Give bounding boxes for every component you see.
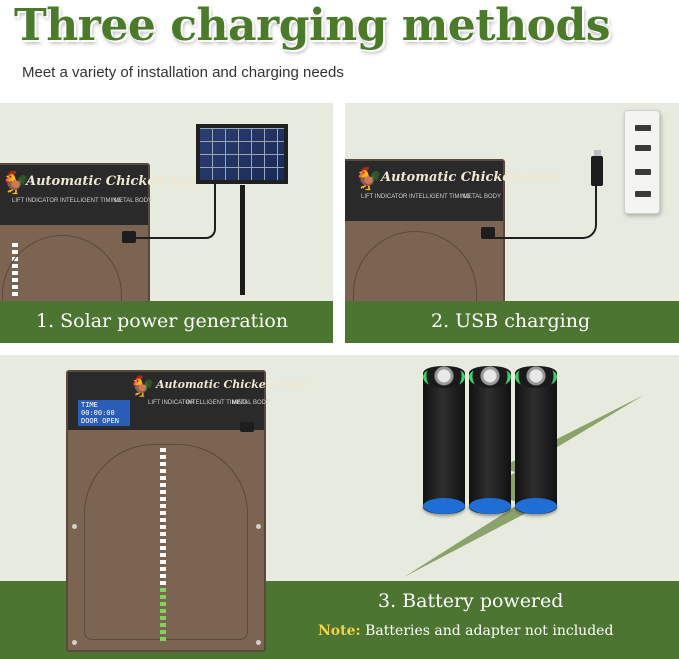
note-label: Note: bbox=[318, 623, 361, 639]
usb-cable bbox=[493, 185, 597, 239]
door-control-panel: 🐓 Automatic Chicken Door LIFT INDICATOR … bbox=[345, 161, 560, 221]
door-control-panel: 🐓 Automatic Chicken Door LIFT INDICATOR … bbox=[0, 165, 205, 225]
feature-lift: LIFT INDICATOR bbox=[148, 400, 195, 406]
note-body: Batteries and adapter not included bbox=[365, 623, 614, 639]
battery-caption: 3. Battery powered bbox=[378, 590, 564, 612]
solar-panel-icon bbox=[196, 124, 288, 184]
solar-stake bbox=[240, 185, 245, 295]
battery-icon bbox=[515, 366, 557, 514]
lcd-time: TIME 00:00:00 bbox=[81, 401, 115, 417]
usb-panel-section: 🐓 Automatic Chicken Door LIFT INDICATOR … bbox=[345, 103, 679, 343]
page-title: Three charging methods bbox=[14, 0, 611, 51]
feature-lift: LIFT INDICATOR bbox=[361, 194, 408, 200]
device-label: Automatic Chicken Door bbox=[26, 174, 206, 189]
device-label: Automatic Chicken Door bbox=[381, 170, 561, 185]
rooster-icon: 🐓 bbox=[355, 167, 383, 192]
chicken-door-device-large: 🐓 Automatic Chicken Door TIME 00:00:00 D… bbox=[66, 370, 308, 652]
lcd-door: DOOR OPEN bbox=[81, 417, 119, 425]
solar-panel-section: 🐓 Automatic Chicken Door LIFT INDICATOR … bbox=[0, 103, 333, 343]
battery-icon bbox=[469, 366, 511, 514]
feature-metal: METAL BODY bbox=[114, 198, 153, 204]
level-indicator bbox=[160, 448, 166, 644]
feature-timing: INTELLIGENT TIMING bbox=[60, 198, 122, 204]
page-subtitle: Meet a variety of installation and charg… bbox=[22, 64, 344, 81]
door-outline bbox=[84, 444, 248, 640]
feature-timing: INTELLIGENT TIMING bbox=[186, 400, 248, 406]
power-connector bbox=[122, 231, 136, 243]
caption-band bbox=[345, 301, 679, 343]
usb-plug-icon bbox=[591, 156, 603, 186]
solar-caption: 1. Solar power generation bbox=[36, 310, 289, 332]
feature-lift: LIFT INDICATOR bbox=[12, 198, 59, 204]
solar-cable bbox=[134, 183, 216, 239]
lcd-display: TIME 00:00:00 DOOR OPEN bbox=[78, 400, 130, 426]
rooster-icon: 🐓 bbox=[2, 171, 30, 196]
feature-timing: INTELLIGENT TIMING bbox=[409, 194, 471, 200]
battery-icon bbox=[423, 366, 465, 514]
door-control-panel: 🐓 Automatic Chicken Door TIME 00:00:00 D… bbox=[68, 372, 308, 430]
power-connector bbox=[481, 227, 495, 239]
caption-band bbox=[0, 301, 333, 343]
note-text: Note: Batteries and adapter not included bbox=[318, 623, 613, 639]
feature-metal: METAL BODY bbox=[232, 400, 271, 406]
usb-caption: 2. USB charging bbox=[431, 310, 591, 332]
power-strip-icon bbox=[624, 110, 660, 214]
power-connector bbox=[240, 422, 254, 432]
usb-plug-tip bbox=[594, 150, 601, 158]
rooster-icon: 🐓 bbox=[130, 374, 155, 398]
feature-metal: METAL BODY bbox=[463, 194, 502, 200]
device-label: Automatic Chicken Door bbox=[156, 378, 308, 391]
